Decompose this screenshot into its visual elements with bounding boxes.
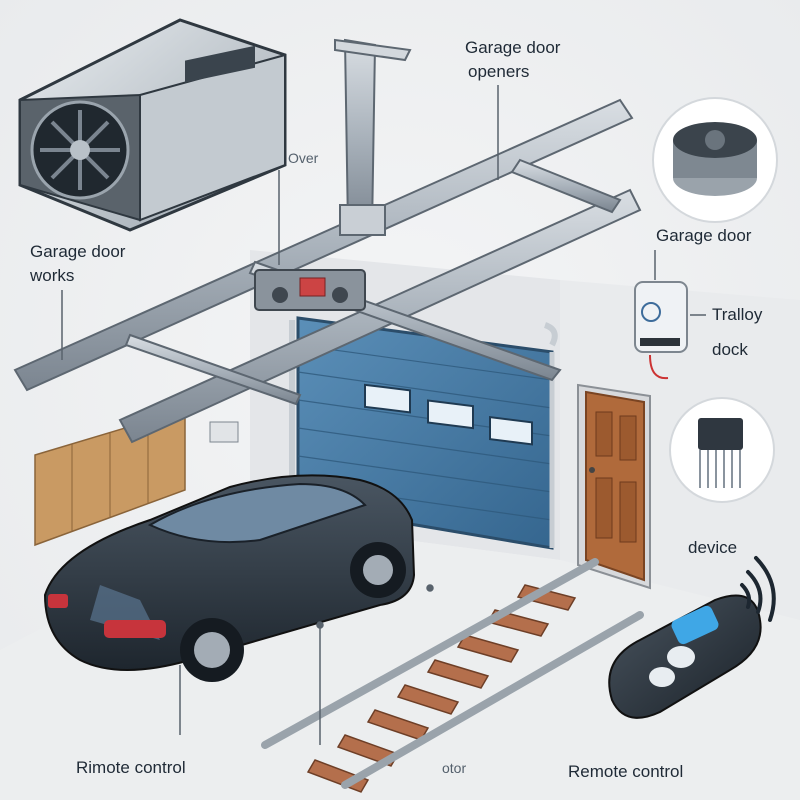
keypad-icon: [669, 397, 775, 503]
label-dock: dock: [712, 340, 748, 359]
label-title-line1: Garage door: [465, 38, 561, 57]
label-device: device: [688, 538, 738, 557]
leader-lines: [61, 85, 706, 745]
label-trolley: Tralloy: [712, 305, 763, 324]
label-garage-door-works-line2: works: [30, 266, 75, 285]
interior-door: [577, 383, 651, 590]
label-garage-door-right: Garage door: [656, 226, 752, 245]
car: [43, 474, 416, 682]
motor-unit: [18, 18, 287, 232]
rail-system: [13, 38, 642, 444]
wall-control-icon: [634, 281, 688, 380]
remote-fob-icon: [608, 594, 762, 719]
label-garage-door-works-line1: Garage door: [30, 242, 126, 261]
label-over: Over: [288, 150, 319, 166]
label-motor-partial: otor: [442, 760, 467, 776]
label-title-line2: openers: [468, 62, 530, 81]
signal-waves-icon: [740, 556, 776, 622]
trolley-carriage: [254, 269, 366, 311]
round-button-icon: [652, 97, 778, 223]
label-remote-control-right: Remote control: [568, 762, 684, 781]
label-remote-control-left: Rimote control: [76, 758, 186, 777]
